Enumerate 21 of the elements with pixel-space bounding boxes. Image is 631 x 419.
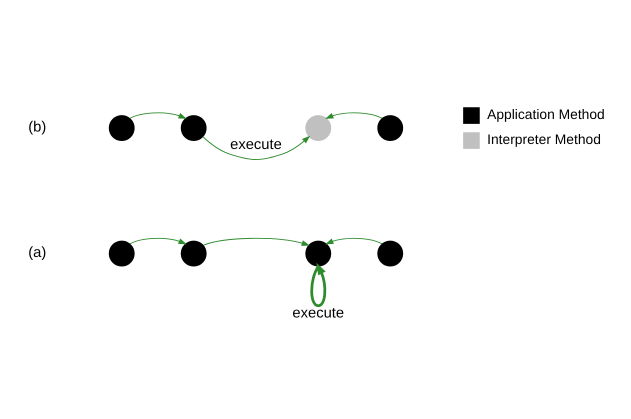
node-circle (108, 115, 135, 141)
node-circle (305, 240, 332, 266)
arrow (202, 136, 310, 160)
arrow (310, 262, 326, 308)
label: (a) (28, 245, 46, 262)
node-circle (180, 115, 207, 141)
arrow (129, 238, 187, 244)
node-circle (377, 240, 404, 266)
edge-label: execute (292, 306, 344, 322)
arrow (325, 112, 382, 119)
node-circle (377, 115, 404, 141)
arrow (129, 112, 187, 119)
arrow (325, 238, 382, 244)
legend-label: Application Method (487, 106, 605, 122)
label: (b) (28, 120, 46, 136)
node-circle (108, 240, 135, 266)
node-circle (305, 115, 332, 141)
arrow (202, 238, 310, 246)
node-circle (180, 240, 207, 266)
edge-label: execute (230, 137, 282, 154)
legend-label: Interpreter Method (487, 130, 601, 147)
